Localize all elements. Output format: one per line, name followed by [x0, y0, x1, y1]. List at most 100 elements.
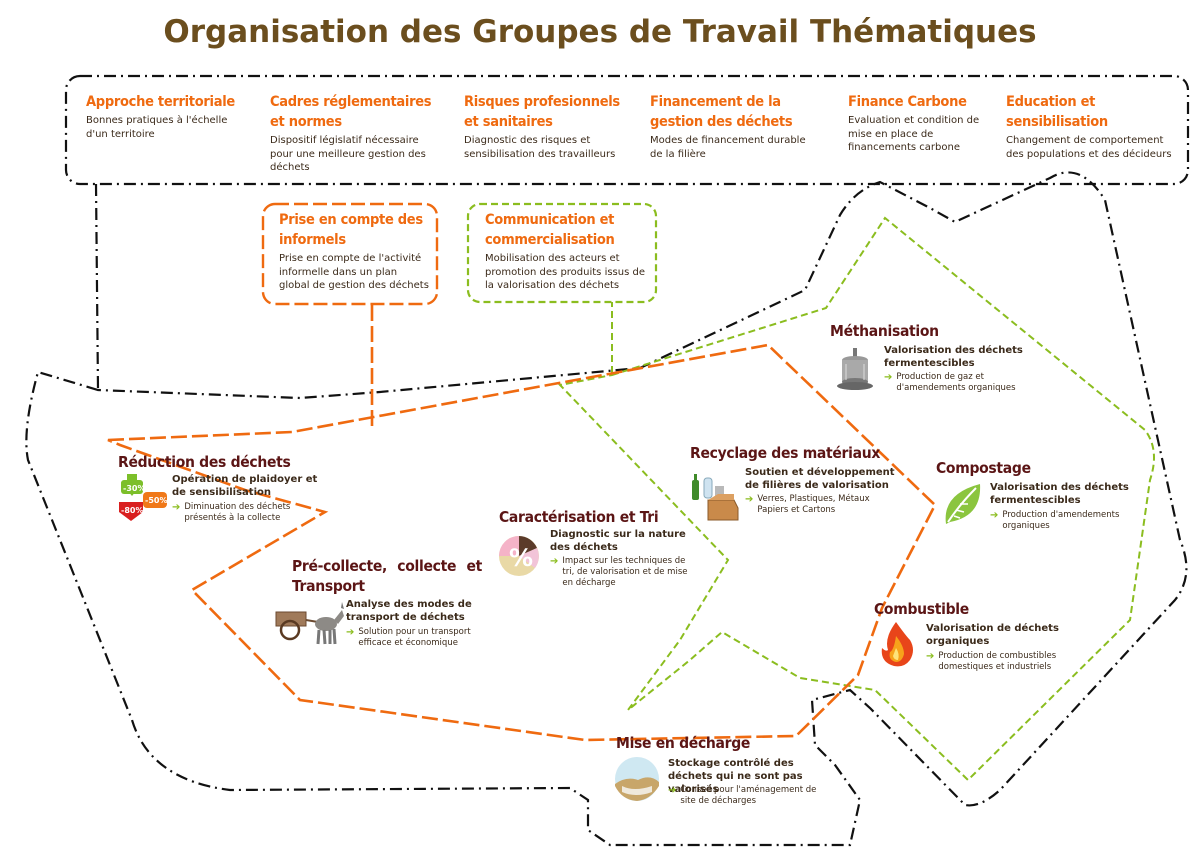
- stage-methanisation: Méthanisation: [830, 321, 1010, 341]
- percent-symbol: %: [509, 544, 533, 572]
- arrow-bullet-icon: ➔: [926, 651, 935, 662]
- group-desc: Diagnostic des risques et sensibilisatio…: [464, 135, 616, 160]
- stage-reduction-text: Opération de plaidoyer et de sensibilisa…: [172, 473, 322, 499]
- stage-sub: Diminuation des déchets présentés à la c…: [184, 502, 291, 523]
- stage-compostage-text: Valorisation des déchets fermentescibles: [990, 481, 1130, 507]
- group-title: Education et sensibilisation: [1006, 94, 1108, 130]
- leaf-icon: [940, 480, 984, 528]
- arrow-bullet-icon: ➔: [550, 556, 559, 567]
- stage-sub: Solution pour un transport efficace et é…: [358, 627, 471, 648]
- group-desc: Dispositif législatif nécessaire pour un…: [270, 135, 426, 173]
- badge-80: -80%: [121, 506, 143, 515]
- stage-title: Combustible: [874, 600, 969, 618]
- stage-precollecte-sub: ➔ Solution pour un transport efficace et…: [346, 627, 486, 649]
- stage-caracterisation: Caractérisation et Tri: [499, 507, 689, 527]
- stage-methanisation-text: Valorisation des déchets fermentescibles: [884, 344, 1024, 370]
- badge-50: -50%: [145, 496, 167, 505]
- percent-pie-icon: %: [497, 534, 541, 578]
- group-informels: Prise en compte des informels Prise en c…: [279, 210, 429, 293]
- stage-sub: Production d'amendements organiques: [1002, 510, 1120, 531]
- stage-desc: Soutien et développement de filières de …: [745, 467, 895, 491]
- group-title: Communication et commercialisation: [485, 212, 615, 248]
- group-desc: Changement de comportement des populatio…: [1006, 135, 1172, 160]
- donkey-cart-icon: [272, 600, 346, 648]
- stage-title: Recyclage des matériaux: [690, 444, 881, 462]
- arrow-bullet-icon: ➔: [884, 372, 893, 383]
- group-desc: Mobilisation des acteurs et promotion de…: [485, 253, 645, 291]
- arrow-bullet-icon: ➔: [172, 502, 181, 513]
- group-desc: Bonnes pratiques à l'échelle d'un territ…: [86, 115, 228, 140]
- group-risques-professionnels: Risques profesionnels et sanitaires Diag…: [464, 92, 624, 161]
- arrow-bullet-icon: ➔: [346, 627, 355, 638]
- stage-decharge: Mise en décharge: [616, 733, 766, 753]
- group-education: Education et sensibilisation Changement …: [1006, 92, 1176, 161]
- stage-reduction: Réduction des déchets: [118, 452, 318, 472]
- badges-icon: -30% -50% -80%: [115, 472, 171, 522]
- landfill-icon: [612, 756, 662, 802]
- left-connector-line: [94, 183, 100, 391]
- stage-combustible-sub: ➔ Production de combustibles domestiques…: [926, 651, 1076, 673]
- group-desc: Prise en compte de l'activité informelle…: [279, 253, 429, 291]
- green-dashed-arrow: [558, 216, 1155, 782]
- stage-compostage-sub: ➔ Production d'amendements organiques: [990, 510, 1140, 532]
- group-cadres-reglementaires: Cadres réglementaires et normes Disposit…: [270, 92, 440, 175]
- orange-dashed-arrow: [107, 343, 937, 742]
- badge-30: -30%: [123, 484, 145, 493]
- group-financement: Financement de la gestion des déchets Mo…: [650, 92, 810, 161]
- flame-icon: [876, 620, 918, 668]
- stage-decharge-text: Stockage contrôlé des déchets qui ne son…: [668, 757, 836, 796]
- group-title: Finance Carbone: [848, 94, 967, 110]
- group-desc: Evaluation et condition de mise en place…: [848, 115, 980, 153]
- stage-desc: Opération de plaidoyer et de sensibilisa…: [172, 474, 318, 498]
- group-communication: Communication et commercialisation Mobil…: [485, 210, 651, 293]
- group-title: Cadres réglementaires et normes: [270, 94, 432, 130]
- digester-icon: [834, 346, 876, 392]
- stage-reduction-sub: ➔ Diminuation des déchets présentés à la…: [172, 502, 322, 524]
- stage-recyclage: Recyclage des matériaux: [690, 443, 920, 463]
- outer-dashdot-outline: [25, 171, 1188, 847]
- stage-desc: Valorisation des déchets fermentescibles: [884, 345, 1023, 369]
- stage-caracterisation-sub: ➔ Impact sur les techniques de tri, de v…: [550, 556, 698, 589]
- stage-desc: Diagnostic sur la nature des déchets: [550, 529, 686, 553]
- group-title: Approche territoriale: [86, 94, 235, 110]
- arrow-bullet-icon: ➔: [668, 785, 677, 796]
- stage-decharge-sub: ➔ Conseil pour l'aménagement de site de …: [668, 785, 818, 807]
- stage-desc: Analyse des modes de transport de déchet…: [346, 599, 472, 623]
- arrow-bullet-icon: ➔: [990, 510, 999, 521]
- stage-title: Réduction des déchets: [118, 453, 291, 471]
- stage-sub: Verres, Plastiques, Métaux Papiers et Ca…: [757, 494, 870, 515]
- stage-recyclage-sub: ➔ Verres, Plastiques, Métaux Papiers et …: [745, 494, 895, 516]
- group-title: Risques profesionnels et sanitaires: [464, 94, 620, 130]
- stage-sub: Production de combustibles domestiques e…: [938, 651, 1057, 672]
- page-title: Organisation des Groupes de Travail Thém…: [163, 14, 1037, 50]
- stage-desc: Stockage contrôlé des déchets qui ne son…: [668, 758, 803, 795]
- group-title: Prise en compte des informels: [279, 212, 423, 248]
- stage-precollecte: Pré-collecte, collecte et Transport: [292, 556, 482, 596]
- arrow-bullet-icon: ➔: [745, 494, 754, 505]
- group-finance-carbone: Finance Carbone Evaluation et condition …: [848, 92, 986, 155]
- informels-frame: [261, 202, 439, 306]
- recycling-bottles-icon: [688, 470, 744, 522]
- stage-caracterisation-text: Diagnostic sur la nature des déchets: [550, 528, 695, 554]
- stage-title: Pré-collecte, collecte et Transport: [292, 557, 482, 595]
- stage-sub: Production de gaz et d'amendements organ…: [896, 372, 1016, 393]
- stage-title: Compostage: [936, 459, 1031, 477]
- stage-sub: Impact sur les techniques de tri, de val…: [562, 556, 688, 588]
- stage-sub: Conseil pour l'aménagement de site de dé…: [680, 785, 817, 806]
- stage-compostage: Compostage: [936, 458, 1076, 478]
- stage-desc: Valorisation de déchets organiques: [926, 623, 1059, 647]
- stage-title: Caractérisation et Tri: [499, 508, 659, 526]
- stage-title: Mise en décharge: [616, 734, 751, 752]
- stage-precollecte-text: Analyse des modes de transport de déchet…: [346, 598, 476, 624]
- stage-combustible-text: Valorisation de déchets organiques: [926, 622, 1066, 648]
- stage-methanisation-sub: ➔ Production de gaz et d'amendements org…: [884, 372, 1034, 394]
- group-desc: Modes de financement durable de la filiè…: [650, 135, 806, 160]
- group-title: Financement de la gestion des déchets: [650, 94, 793, 130]
- communication-frame: [466, 202, 658, 304]
- top-groups-frame: [64, 74, 1190, 186]
- stage-desc: Valorisation des déchets fermentescibles: [990, 482, 1129, 506]
- group-approche-territoriale: Approche territoriale Bonnes pratiques à…: [86, 92, 246, 141]
- stage-combustible: Combustible: [874, 599, 1014, 619]
- stage-recyclage-text: Soutien et développement de filières de …: [745, 466, 907, 492]
